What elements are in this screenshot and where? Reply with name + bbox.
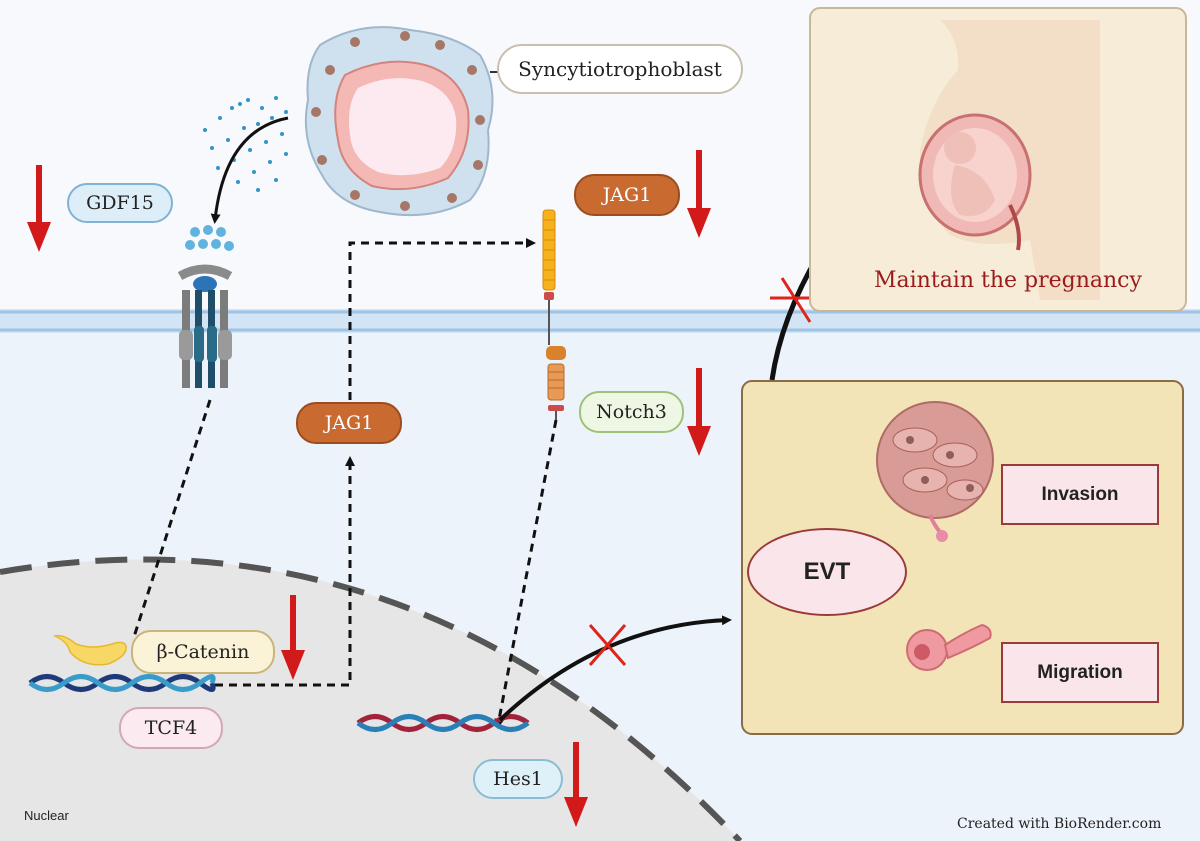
syncytiotrophoblast-cell-icon (304, 26, 494, 217)
notch3-label: Notch3 (579, 391, 684, 433)
jag1-label-top: JAG1 (574, 174, 680, 216)
dna-to-jag1-path (215, 456, 355, 687)
down-arrow-icon (687, 150, 711, 238)
dna-icon (356, 714, 530, 732)
gdf15-label: GDF15 (67, 183, 173, 223)
credit-label: Created with BioRender.com (957, 816, 1162, 832)
cell-membrane (0, 309, 1200, 333)
invasive-cell-icon (876, 401, 994, 542)
migrating-cell-icon (906, 623, 992, 671)
gdf15-secretion-dots (203, 96, 288, 192)
pregnancy-icon (918, 20, 1100, 300)
migration-label: Migration (1001, 642, 1159, 703)
down-arrow-icon (27, 165, 51, 252)
dna-icon (28, 674, 216, 692)
notch3-receptor-icon (546, 346, 566, 420)
jag1-label-middle: JAG1 (296, 402, 402, 444)
syncytiotrophoblast-label: Syncytiotrophoblast (497, 44, 743, 94)
down-arrow-icon (564, 742, 588, 827)
tcf4-label: TCF4 (119, 707, 223, 749)
maintain-pregnancy-label: Maintain the pregnancy (874, 268, 1142, 293)
invasion-label: Invasion (1001, 464, 1159, 525)
beta-catenin-label: β-Catenin (131, 630, 275, 674)
hes1-label: Hes1 (473, 759, 563, 799)
receptor-icon (177, 264, 233, 388)
gdf15-binding-arrow (210, 116, 289, 224)
beta-catenin-icon (52, 634, 127, 666)
gdf15-ligand-cluster (185, 225, 234, 251)
down-arrow-icon (281, 595, 305, 680)
gdf15-to-catenin-path (131, 399, 212, 641)
nuclear-label: Nuclear (24, 808, 69, 823)
evt-label: EVT (747, 528, 907, 616)
jag1-to-membrane-path (348, 238, 536, 400)
nuclear-envelope (0, 556, 743, 841)
down-arrow-icon (687, 368, 711, 456)
notch3-to-hes1-path (494, 419, 558, 729)
blocked-x-icon (588, 624, 627, 666)
jag1-ligand-icon (542, 209, 556, 345)
